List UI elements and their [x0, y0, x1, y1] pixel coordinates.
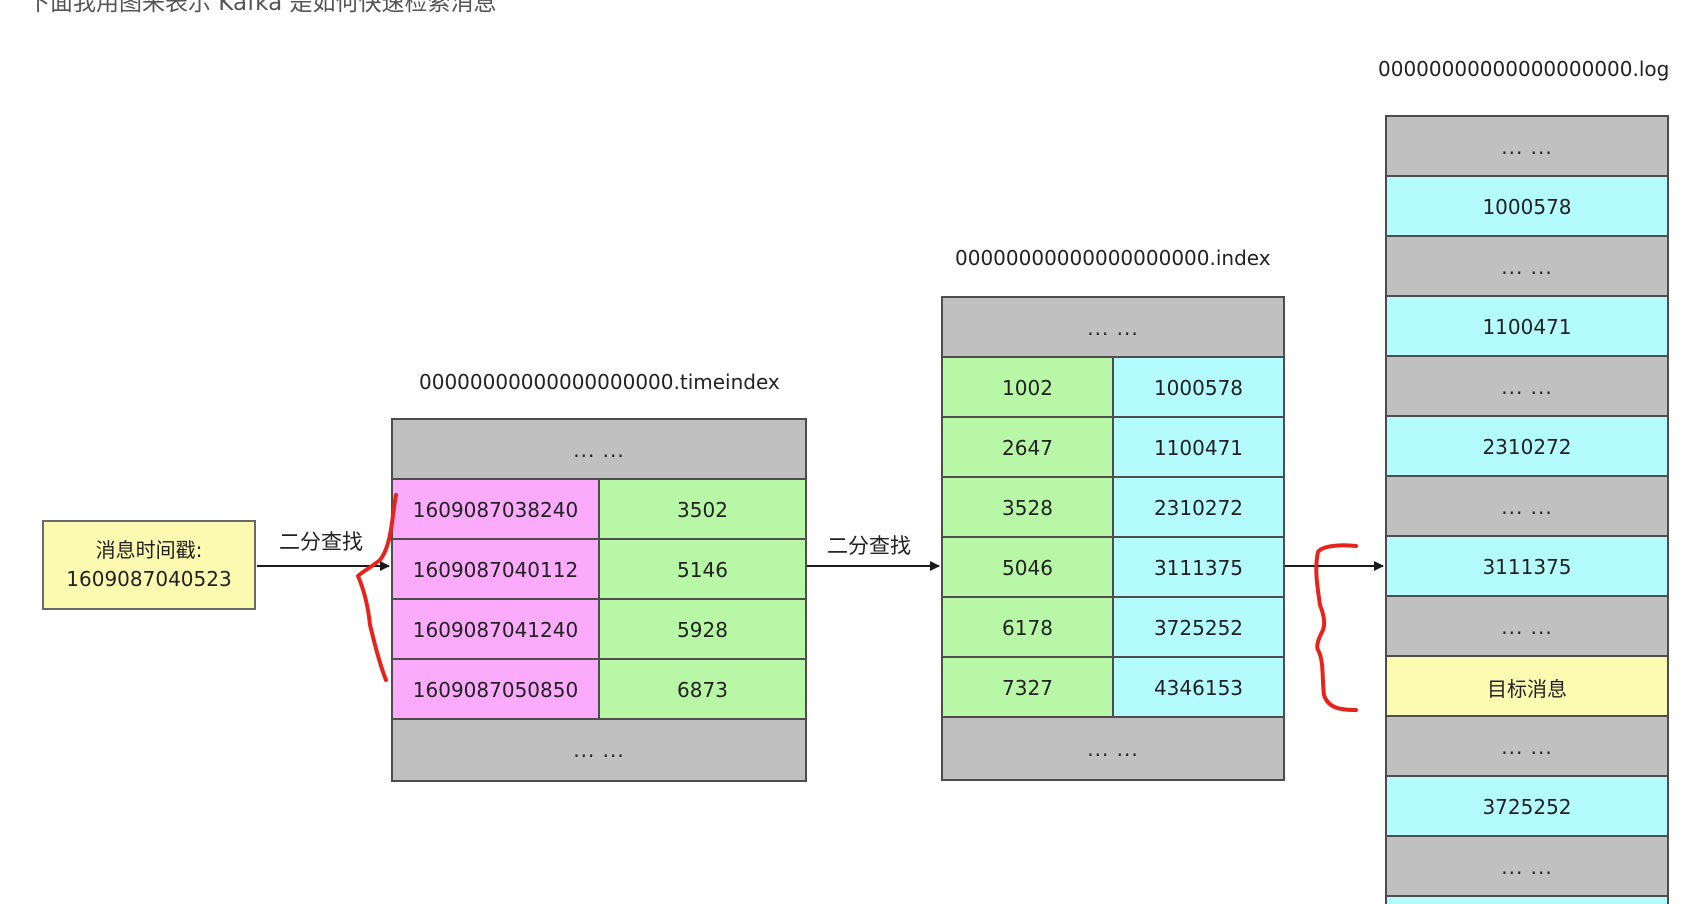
log-cell-row: ... ...: [1387, 595, 1667, 657]
timeindex-offset-cell: 3502: [598, 480, 805, 540]
log-cell: ... ...: [1387, 717, 1667, 777]
log-cell: 3111375: [1387, 537, 1667, 597]
index-top-ellipsis: ... ...: [943, 298, 1283, 358]
timeindex-row: 1609087050850 6873: [393, 658, 805, 720]
log-cell-row: ... ...: [1387, 715, 1667, 777]
binary-search-label-2: 二分查找: [827, 534, 911, 558]
index-row: 6178 3725252: [943, 596, 1283, 658]
log-cell: 3725252: [1387, 777, 1667, 837]
index-offset-cell: 7327: [943, 658, 1112, 718]
log-cell: 2310272: [1387, 417, 1667, 477]
index-position-cell: 1000578: [1112, 358, 1283, 418]
timeindex-offset-cell: 6873: [598, 660, 805, 720]
log-cell: 1100471: [1387, 297, 1667, 357]
log-cell: ... ...: [1387, 357, 1667, 417]
log-cell-row: ... ...: [1387, 235, 1667, 297]
timeindex-timestamp-cell: 1609087041240: [393, 600, 598, 660]
log-cell-row: 3725252: [1387, 775, 1667, 837]
timeindex-row: 1609087038240 3502: [393, 478, 805, 540]
index-offset-cell: 6178: [943, 598, 1112, 658]
log-cell: ... ...: [1387, 117, 1667, 177]
log-cell: [1387, 897, 1667, 904]
log-cell-row: 1000578: [1387, 175, 1667, 237]
log-target-message-cell: 目标消息: [1387, 657, 1667, 717]
index-position-cell: 3111375: [1112, 538, 1283, 598]
index-position-cell: 3725252: [1112, 598, 1283, 658]
timeindex-offset-cell: 5928: [598, 600, 805, 660]
timeindex-filename: 00000000000000000000.timeindex: [419, 370, 780, 394]
intro-text: 下面我用图来表示 Kafka 是如何快速检索消息: [27, 0, 497, 16]
red-bracket-timeindex: [356, 493, 398, 682]
timeindex-timestamp-cell: 1609087050850: [393, 660, 598, 720]
log-cell: ... ...: [1387, 837, 1667, 897]
log-cell-row: 目标消息: [1387, 655, 1667, 717]
timeindex-top-ellipsis: ... ...: [393, 420, 805, 480]
log-cell-row: 1100471: [1387, 295, 1667, 357]
index-filename: 00000000000000000000.index: [955, 246, 1271, 270]
index-row: 3528 2310272: [943, 476, 1283, 538]
log-cell-row: ... ...: [1387, 475, 1667, 537]
index-bottom-row: ... ...: [943, 716, 1283, 779]
index-row: 2647 1100471: [943, 416, 1283, 478]
timeindex-row: 1609087040112 5146: [393, 538, 805, 600]
index-row: 5046 3111375: [943, 536, 1283, 598]
timeindex-bottom-row: ... ...: [393, 718, 805, 780]
timeindex-top-row: ... ...: [393, 420, 805, 480]
index-position-cell: 1100471: [1112, 418, 1283, 478]
query-timestamp-box: 消息时间戳: 1609087040523: [42, 520, 256, 610]
index-row: 1002 1000578: [943, 356, 1283, 418]
log-cell-row: ... ...: [1387, 355, 1667, 417]
index-row: 7327 4346153: [943, 656, 1283, 718]
query-label: 消息时间戳:: [95, 538, 203, 562]
timeindex-timestamp-cell: 1609087040112: [393, 540, 598, 600]
query-value: 1609087040523: [66, 567, 232, 591]
log-cell-row: 2310272: [1387, 415, 1667, 477]
log-cell-row-partial: [1387, 895, 1667, 904]
index-offset-cell: 2647: [943, 418, 1112, 478]
timeindex-row: 1609087041240 5928: [393, 598, 805, 660]
timeindex-table: ... ... 1609087038240 3502 1609087040112…: [391, 418, 807, 782]
log-cell-row: ... ...: [1387, 835, 1667, 897]
index-bottom-ellipsis: ... ...: [943, 718, 1283, 779]
timeindex-timestamp-cell: 1609087038240: [393, 480, 598, 540]
binary-search-label-1: 二分查找: [279, 530, 363, 554]
index-table: ... ... 1002 1000578 2647 1100471 3528 2…: [941, 296, 1285, 781]
log-cell: ... ...: [1387, 477, 1667, 537]
index-offset-cell: 5046: [943, 538, 1112, 598]
log-table: ... ... 1000578 ... ... 1100471 ... ... …: [1385, 115, 1669, 904]
log-cell-row: ... ...: [1387, 117, 1667, 177]
log-cell-row: 3111375: [1387, 535, 1667, 597]
log-filename: 00000000000000000000.log: [1378, 57, 1670, 81]
index-top-row: ... ...: [943, 298, 1283, 358]
timeindex-bottom-ellipsis: ... ...: [393, 720, 805, 780]
log-cell: ... ...: [1387, 597, 1667, 657]
index-position-cell: 4346153: [1112, 658, 1283, 718]
timeindex-offset-cell: 5146: [598, 540, 805, 600]
red-bracket-index: [1314, 543, 1358, 712]
index-offset-cell: 1002: [943, 358, 1112, 418]
log-cell: 1000578: [1387, 177, 1667, 237]
log-cell: ... ...: [1387, 237, 1667, 297]
index-position-cell: 2310272: [1112, 478, 1283, 538]
index-offset-cell: 3528: [943, 478, 1112, 538]
